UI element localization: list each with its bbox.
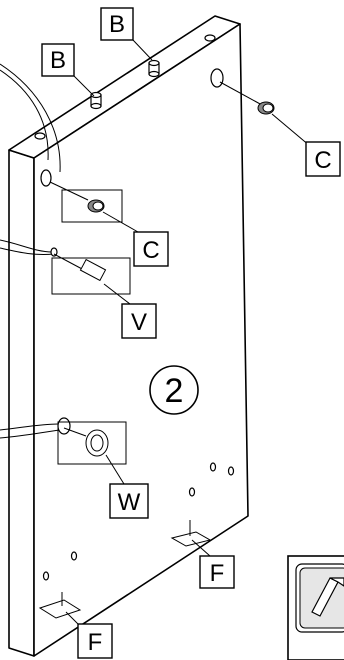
panel-side-face [33,23,249,657]
cam-lock-c-right [219,81,311,147]
callout-f-left-label: F [88,629,103,656]
cam-bolt-2 [148,59,160,78]
cable-lines [0,63,61,439]
side-face-holes [40,68,235,581]
callout-b-top: B [100,7,134,41]
allen-key-icon [311,577,344,617]
step-number-badge: 2 [149,365,199,415]
step-number: 2 [165,372,184,410]
callout-f-right-label: F [210,560,225,587]
side-panel [8,15,249,657]
callout-w-label: W [118,489,141,516]
callout-c-right-label: C [314,147,331,174]
panel-front-face [8,149,35,657]
cam-bolt-1 [90,91,102,110]
top-edge-hardware [34,34,216,140]
top-hole-1 [34,132,46,140]
callout-b-left-label: B [50,47,66,74]
foot-f-right [170,520,212,557]
callout-f-left: F [77,623,113,659]
callout-f-right: F [199,555,235,589]
dowel-v [51,253,131,305]
callout-v: V [121,303,157,339]
callout-v-label: V [131,309,147,336]
top-hole-2 [204,34,216,42]
tool-inset-box [287,555,344,660]
callout-c-right: C [305,141,341,177]
callout-c-left-label: C [142,237,159,264]
callout-w: W [109,483,149,519]
callout-b-top-label: B [109,11,125,38]
foot-f-left [38,592,82,627]
cam-lock-c-left [49,181,139,233]
callout-c-left: C [133,231,169,267]
callout-b-left: B [41,43,75,77]
washer-w [57,421,127,485]
